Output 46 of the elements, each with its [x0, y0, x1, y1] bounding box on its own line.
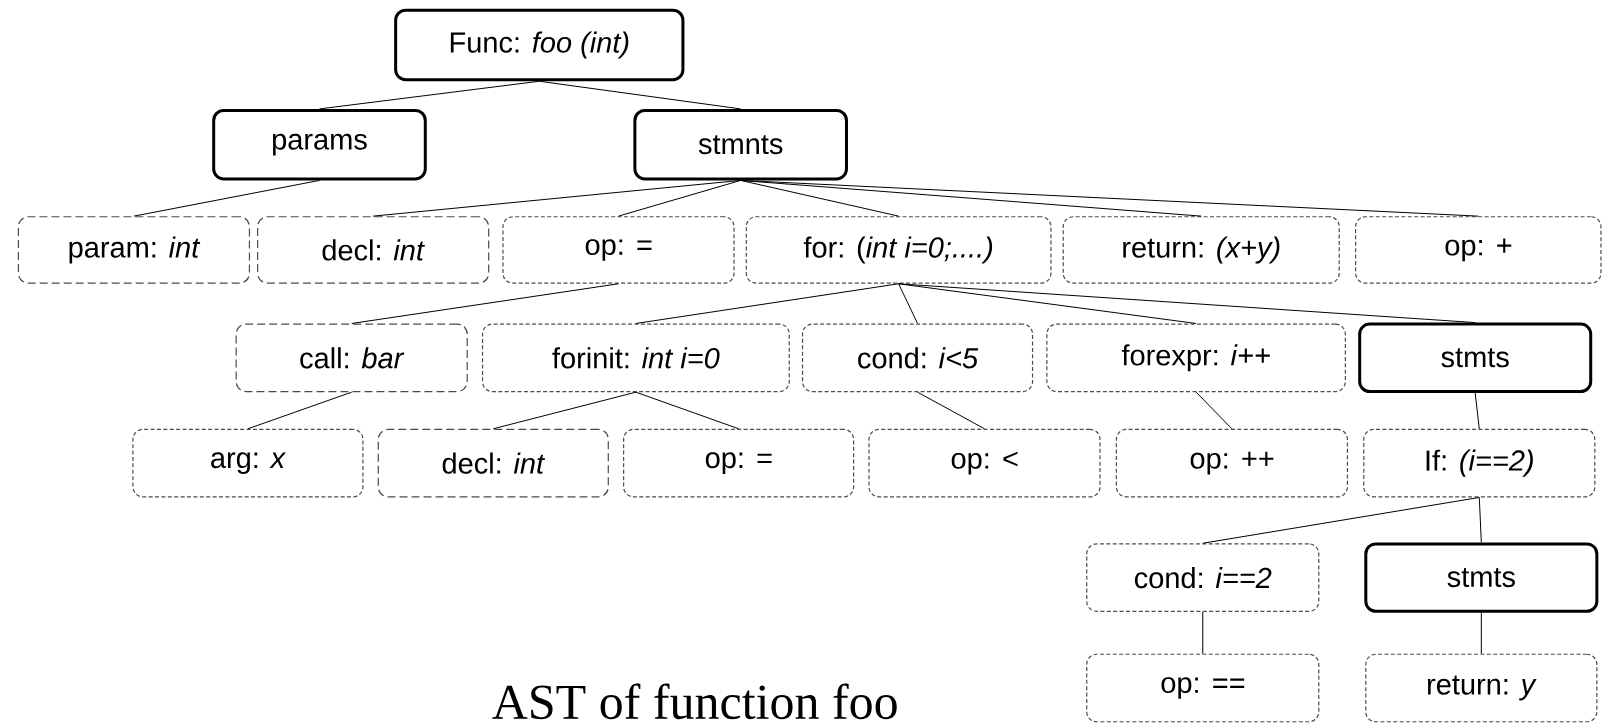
tree-edge: [898, 283, 1197, 324]
caption: AST of function foo: [492, 683, 897, 720]
tree-edge: [247, 391, 353, 430]
declaration-box: decl: int: [377, 428, 609, 498]
tree-edge: [635, 391, 740, 430]
tree-edge: [1202, 611, 1204, 655]
block-node-box: Func: foo (int): [394, 8, 685, 82]
expression-box: op: ++: [1115, 428, 1348, 498]
block-node-box: stmts: [1358, 322, 1593, 394]
tree-edge: [1478, 496, 1482, 543]
expression-box: cond: i==2: [1086, 543, 1320, 612]
tree-edge: [319, 80, 540, 110]
tree-edge: [1202, 496, 1480, 544]
tree-edge: [740, 179, 900, 217]
tree-edge: [538, 80, 742, 110]
tree-edge: [1474, 392, 1480, 430]
expression-box: op: <: [868, 428, 1101, 498]
expression-box: op: =: [623, 428, 855, 498]
expression-box: forexpr: i++: [1046, 323, 1346, 393]
block-node-box: params: [212, 108, 427, 181]
declaration-box: call: bar: [235, 323, 468, 393]
expression-box: return: (x+y): [1062, 216, 1340, 284]
expression-box: arg: x: [132, 428, 364, 498]
declaration-box: param: int: [17, 216, 251, 284]
tree-edge: [1480, 612, 1482, 655]
tree-edge: [898, 283, 919, 324]
expression-box: return: y: [1365, 653, 1598, 723]
tree-edge: [133, 179, 320, 217]
expression-box: forinit: int i=0: [481, 323, 790, 393]
tree-edge: [492, 391, 637, 430]
block-node-box: stmts: [1364, 542, 1599, 613]
expression-box: op: ==: [1086, 653, 1320, 723]
tree-edge: [898, 283, 1476, 324]
expression-box: for: (int i=0;....): [745, 216, 1052, 284]
tree-edge: [1195, 391, 1233, 430]
tree-edge: [917, 391, 985, 430]
expression-box: op: =: [502, 216, 735, 284]
block-node-box: stmnts: [633, 108, 848, 181]
expression-box: cond: i<5: [801, 323, 1034, 393]
expression-box: op: +: [1355, 216, 1602, 284]
tree-edge: [740, 179, 1479, 217]
tree-edge: [351, 283, 619, 324]
declaration-box: decl: int: [257, 216, 490, 284]
tree-edge: [635, 283, 900, 324]
expression-box: If: (i==2): [1363, 428, 1596, 498]
tree-edge: [618, 179, 742, 217]
